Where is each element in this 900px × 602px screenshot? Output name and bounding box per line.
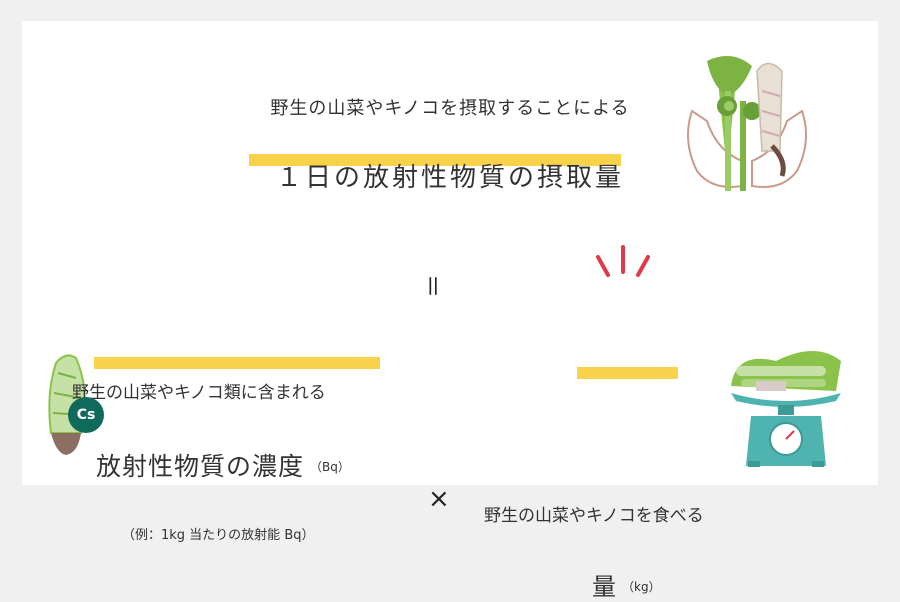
- amount-unit: （kg）: [622, 580, 661, 594]
- concentration-subtitle: 野生の山菜やキノコ類に含まれる: [72, 383, 326, 403]
- concentration-unit: （Bq）: [310, 460, 350, 474]
- concentration-example: （例：1kg 当たりの放射能 Bq）: [122, 528, 315, 543]
- amount-subtitle: 野生の山菜やキノコを食べる: [484, 506, 704, 526]
- intake-subtitle: 野生の山菜やキノコを摂取することによる: [270, 98, 630, 119]
- hands-holding-vegetables-icon: [687, 56, 807, 191]
- equals-sign: ＝: [418, 274, 446, 298]
- amount-highlight: [577, 367, 678, 379]
- kitchen-scale-icon: [731, 351, 841, 467]
- concentration-title: 放射性物質の濃度 （Bq）: [96, 447, 900, 483]
- concentration-highlight: [94, 357, 380, 369]
- title-highlight: [249, 154, 621, 166]
- formula-card: 野生の山菜やキノコを摂取することによる １日の放射性物質の摂取量 ＝ 野生の山菜…: [22, 21, 878, 601]
- amount-title: 量 （kg）: [592, 567, 900, 602]
- emphasis-lines-icon: [596, 245, 650, 277]
- intake-title: １日の放射性物質の摂取量: [275, 163, 624, 193]
- amount-title-text: 量: [592, 573, 616, 601]
- concentration-title-text: 放射性物質の濃度: [96, 452, 305, 481]
- cs-badge: Cs: [68, 397, 104, 433]
- cs-badge-label: Cs: [76, 407, 96, 423]
